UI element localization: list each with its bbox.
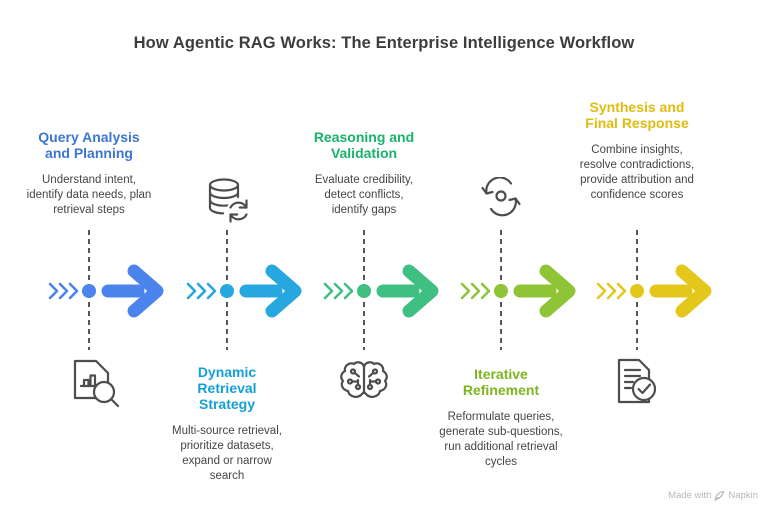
database-sync-icon (202, 174, 254, 226)
stage-4-text-block: Iterative Refinement Reformulate queries… (433, 366, 569, 470)
attribution: Made with Napkin (668, 490, 758, 501)
flow-node-dot (630, 284, 644, 298)
stage-title: Dynamic Retrieval Strategy (197, 364, 257, 413)
stage-title: Iterative Refinement (462, 366, 540, 399)
document-check-icon (612, 356, 660, 408)
stage-description: Combine insights, resolve contradictions… (579, 144, 695, 201)
flow-node-dot (357, 284, 371, 298)
flow-chevrons-icon (323, 282, 354, 300)
flow-arrow-icon (101, 264, 164, 318)
brain-circuit-icon (338, 358, 390, 404)
stage-title: Synthesis and Final Response (585, 99, 689, 132)
stage-3-text-block: Reasoning and Validation Evaluate credib… (296, 129, 432, 218)
document-search-icon (66, 352, 120, 408)
flow-node-dot (220, 284, 234, 298)
flow-arrow-icon (239, 264, 302, 318)
brand-label: Napkin (728, 490, 758, 501)
stage-2-text-block: Dynamic Retrieval Strategy Multi-source … (159, 364, 295, 484)
stage-description: Multi-source retrieval, prioritize datas… (172, 425, 282, 483)
diagram-title: How Agentic RAG Works: The Enterprise In… (133, 34, 635, 52)
napkin-logo-icon (714, 490, 725, 501)
flow-chevrons-icon (48, 282, 79, 300)
stage-5-text-block: Synthesis and Final Response Combine ins… (569, 99, 705, 203)
stage-description: Understand intent, identify data needs, … (26, 174, 152, 217)
flow-arrow-icon (649, 264, 712, 318)
stage-description: Evaluate credibility, detect conflicts, … (314, 174, 414, 217)
stage-description: Reformulate queries, generate sub-questi… (439, 411, 563, 468)
flow-arrow-icon (513, 264, 576, 318)
cycle-icon (479, 177, 523, 217)
flow-node-dot (82, 284, 96, 298)
flow-chevrons-icon (186, 282, 217, 300)
flow-chevrons-icon (460, 282, 491, 300)
stage-title: Query Analysis and Planning (38, 129, 140, 162)
made-with-label: Made with (668, 490, 712, 501)
stage-1-text-block: Query Analysis and Planning Understand i… (21, 129, 157, 218)
flow-node-dot (494, 284, 508, 298)
stage-title: Reasoning and Validation (313, 129, 415, 162)
flow-arrow-icon (376, 264, 439, 318)
flow-chevrons-icon (596, 282, 627, 300)
